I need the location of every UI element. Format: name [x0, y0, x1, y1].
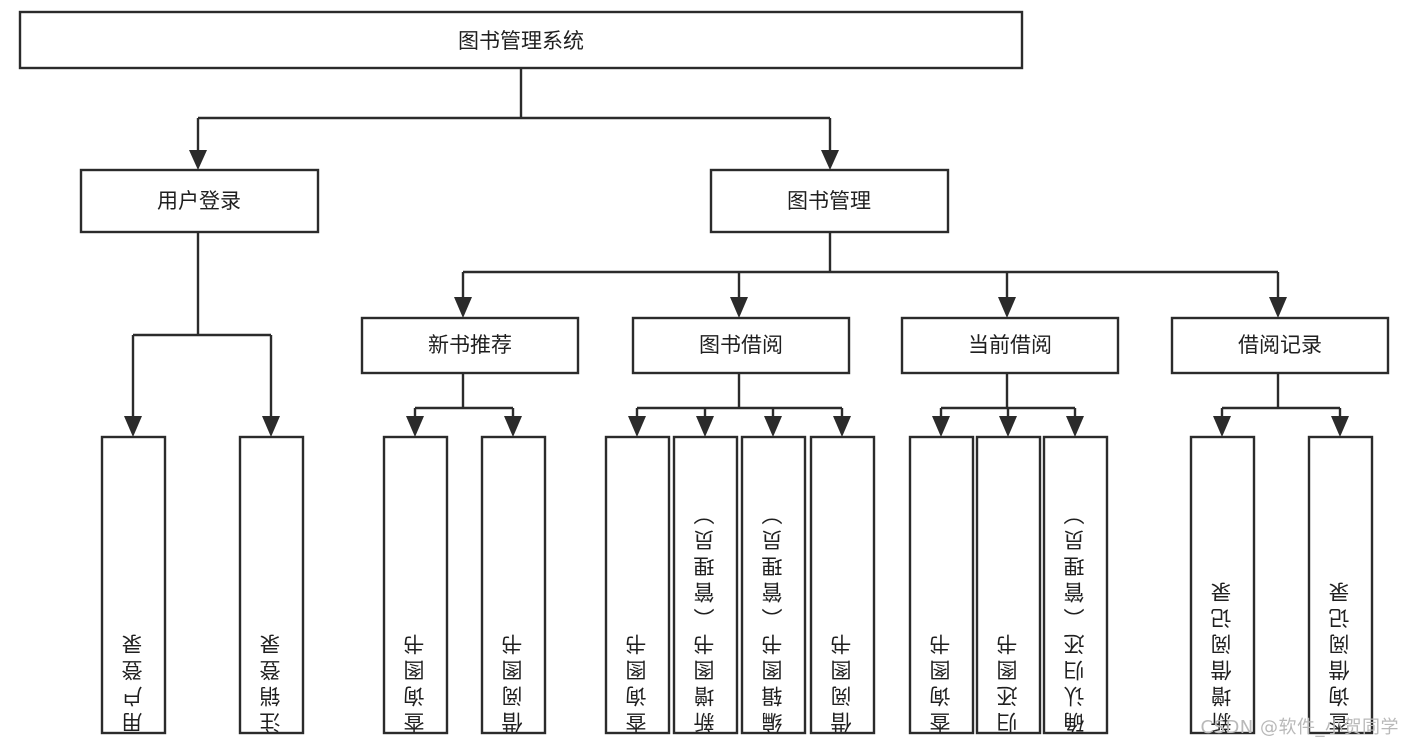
leaf-query-record[interactable]: 查询借阅记录	[1309, 437, 1372, 733]
leaf-logout-label: 注销登录	[259, 629, 283, 733]
leaf-borrow-book-1[interactable]: 借阅图书	[482, 437, 545, 733]
node-borrow-record-box[interactable]	[1170, 316, 1390, 375]
node-current-borrow-box[interactable]	[900, 316, 1120, 375]
node-borrow-record-label: 借阅记录	[1238, 333, 1322, 357]
leaf-edit-book[interactable]: 编辑图书（管理员）	[742, 437, 805, 733]
arrow-borrow-record	[1269, 297, 1287, 318]
leaf-add-record-label: 新增借阅记录	[1210, 577, 1234, 733]
leaf-borrow-book-1-label: 借阅图书	[501, 629, 525, 733]
node-current-borrow[interactable]: 当前借阅	[900, 316, 1120, 375]
arrow-user-login	[189, 150, 207, 170]
leaf-return-book-box[interactable]	[975, 435, 1042, 735]
node-user-login-label: 用户登录	[157, 189, 241, 213]
node-root-label: 图书管理系统	[458, 29, 584, 53]
node-book-borrow-label: 图书借阅	[699, 333, 783, 357]
arrow-leaf-query-record	[1331, 416, 1349, 437]
leaf-query-book-2-box[interactable]	[604, 435, 671, 735]
node-new-book-rec-label: 新书推荐	[428, 333, 512, 357]
leaf-query-book-3[interactable]: 查询图书	[910, 437, 973, 733]
leaf-user-login-label: 用户登录	[121, 629, 145, 733]
leaf-borrow-book-2-box[interactable]	[809, 435, 876, 735]
node-book-manage-label: 图书管理	[787, 189, 871, 213]
node-new-book-rec-box[interactable]	[360, 316, 580, 375]
leaf-borrow-book-2[interactable]: 借阅图书	[811, 437, 874, 733]
arrow-book-borrow	[730, 297, 748, 318]
leaf-query-book-1-label: 查询图书	[403, 629, 427, 733]
arrow-book-manage	[821, 150, 839, 170]
leaf-query-book-3-label: 查询图书	[929, 629, 953, 733]
leaf-query-record-box[interactable]	[1307, 435, 1374, 735]
connector-user-login-to-leaves	[124, 232, 280, 437]
arrow-leaf-add-book	[696, 416, 714, 437]
leaf-query-book-1-box[interactable]	[382, 435, 449, 735]
leaf-query-book-3-box[interactable]	[908, 435, 975, 735]
node-book-manage-box[interactable]	[709, 168, 950, 234]
arrow-current-borrow	[998, 297, 1016, 318]
leaf-add-book-label: 新增图书（管理员）	[693, 499, 717, 733]
leaf-add-record-box[interactable]	[1189, 435, 1256, 735]
node-book-borrow[interactable]: 图书借阅	[631, 316, 851, 375]
leaf-boxes	[100, 435, 1374, 735]
leaf-confirm-return-label: 确认归还（管理员）	[1063, 499, 1087, 733]
leaf-add-record[interactable]: 新增借阅记录	[1191, 437, 1254, 733]
arrow-leaf-query-book-3	[932, 416, 950, 437]
node-user-login[interactable]: 用户登录	[79, 168, 320, 234]
node-root-box[interactable]	[18, 10, 1024, 70]
leaf-edit-book-box[interactable]	[740, 435, 807, 735]
arrow-leaf-confirm-return	[1066, 416, 1084, 437]
leaf-logout[interactable]: 注销登录	[240, 437, 303, 733]
node-root[interactable]: 图书管理系统	[18, 10, 1024, 70]
connector-book-manage-to-level3	[454, 232, 1287, 318]
connector-borrow-record-to-leaves	[1213, 373, 1349, 437]
arrow-leaf-logout	[262, 416, 280, 437]
leaf-confirm-return-box[interactable]	[1042, 435, 1109, 735]
leaf-query-book-2[interactable]: 查询图书	[606, 437, 669, 733]
node-book-borrow-box[interactable]	[631, 316, 851, 375]
leaf-borrow-book-1-box[interactable]	[480, 435, 547, 735]
arrow-leaf-borrow-book-1	[504, 416, 522, 437]
leaf-query-book-2-label: 查询图书	[625, 629, 649, 733]
leaf-edit-book-label: 编辑图书（管理员）	[761, 499, 785, 733]
leaf-add-book[interactable]: 新增图书（管理员）	[674, 437, 737, 733]
node-current-borrow-label: 当前借阅	[968, 333, 1052, 357]
connector-root-to-level2	[189, 68, 839, 170]
arrow-leaf-add-record	[1213, 416, 1231, 437]
node-user-login-box[interactable]	[79, 168, 320, 234]
node-book-manage[interactable]: 图书管理	[709, 168, 950, 234]
leaf-query-book-1[interactable]: 查询图书	[384, 437, 447, 733]
leaf-query-record-label: 查询借阅记录	[1328, 577, 1352, 733]
node-new-book-rec[interactable]: 新书推荐	[360, 316, 580, 375]
leaf-confirm-return[interactable]: 确认归还（管理员）	[1044, 437, 1107, 733]
node-borrow-record[interactable]: 借阅记录	[1170, 316, 1390, 375]
leaf-borrow-book-2-label: 借阅图书	[830, 629, 854, 733]
arrow-leaf-user-login	[124, 416, 142, 437]
arrow-leaf-edit-book	[764, 416, 782, 437]
arrow-leaf-borrow-book-2	[833, 416, 851, 437]
connector-new-book-rec-to-leaves	[406, 373, 522, 437]
leaf-return-book-label: 归还图书	[996, 629, 1020, 733]
arrow-new-book-rec	[454, 297, 472, 318]
arrow-leaf-query-book-1	[406, 416, 424, 437]
leaf-user-login-box[interactable]	[100, 435, 167, 735]
csdn-watermark: CSDN @软件_小贺同学	[1200, 717, 1399, 738]
leaf-logout-box[interactable]	[238, 435, 305, 735]
leaf-user-login[interactable]: 用户登录	[102, 437, 165, 733]
arrow-leaf-query-book-2	[628, 416, 646, 437]
connector-current-borrow-to-leaves	[932, 373, 1084, 437]
connector-book-borrow-to-leaves	[628, 373, 851, 437]
leaf-return-book[interactable]: 归还图书	[977, 437, 1040, 733]
leaf-add-book-box[interactable]	[672, 435, 739, 735]
arrow-leaf-return-book	[999, 416, 1017, 437]
